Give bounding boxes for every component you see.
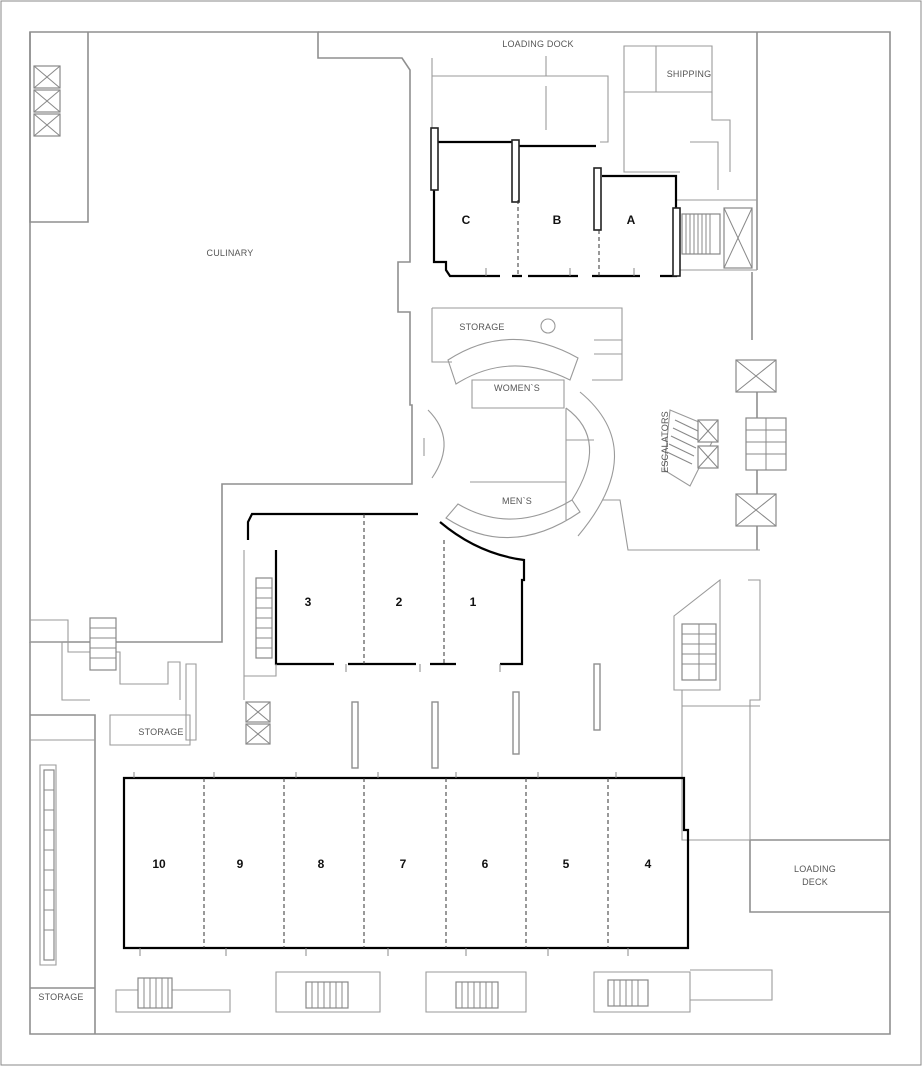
bottom-stairwells bbox=[115, 969, 773, 1013]
door-marks bbox=[133, 268, 635, 956]
elevators-right-icon bbox=[735, 359, 777, 527]
freezer-units-icon bbox=[33, 65, 61, 137]
building-outline bbox=[29, 31, 891, 1035]
room-3-label: 3 bbox=[305, 595, 312, 609]
stairs-culinary-icon bbox=[89, 617, 117, 671]
stairs-upper-right-icon bbox=[681, 213, 721, 255]
storage-upper-label: STORAGE bbox=[459, 322, 504, 332]
stairs-mid-left-icon bbox=[255, 577, 273, 659]
restroom-core bbox=[423, 307, 760, 551]
room-5-label: 5 bbox=[563, 857, 570, 871]
womens-restroom-label: WOMEN`S bbox=[494, 383, 540, 393]
stair-core-right bbox=[673, 578, 761, 841]
loading-dock-area bbox=[431, 45, 757, 271]
loading-deck-label-line1: LOADING bbox=[794, 864, 836, 874]
escalator-machine-icons bbox=[697, 419, 719, 469]
loading-dock-top-label: LOADING DOCK bbox=[502, 39, 573, 49]
room-8-label: 8 bbox=[318, 857, 325, 871]
meeting-rooms-mid: 3 2 1 bbox=[246, 512, 526, 666]
stairs-left-strip-icon bbox=[43, 769, 55, 961]
room-7-label: 7 bbox=[400, 857, 407, 871]
loading-deck-label-line2: DECK bbox=[802, 877, 828, 887]
stairs-right-lower-icon bbox=[681, 623, 717, 681]
culinary-area bbox=[30, 619, 197, 966]
corridor-pillars bbox=[351, 663, 601, 769]
elevator-upper-icon bbox=[723, 207, 753, 269]
escalators-label: ESCALATORS bbox=[660, 411, 670, 473]
elevators-mid-icon bbox=[245, 701, 271, 745]
meeting-rooms-lower: 10 9 8 7 6 5 4 bbox=[122, 776, 690, 950]
culinary-label: CULINARY bbox=[207, 248, 254, 258]
shipping-label: SHIPPING bbox=[667, 69, 712, 79]
room-b-label: B bbox=[553, 213, 562, 227]
meeting-rooms-upper: C B A bbox=[430, 127, 681, 278]
mens-restroom-label: MEN`S bbox=[502, 496, 532, 506]
room-10-label: 10 bbox=[152, 857, 166, 871]
room-9-label: 9 bbox=[237, 857, 244, 871]
room-2-label: 2 bbox=[396, 595, 403, 609]
bottom-stairs-icon bbox=[137, 977, 649, 1009]
room-6-label: 6 bbox=[482, 857, 489, 871]
storage-bottom-label: STORAGE bbox=[38, 992, 83, 1002]
room-a-label: A bbox=[627, 213, 636, 227]
stairs-right-icon bbox=[745, 417, 787, 471]
room-4-label: 4 bbox=[645, 857, 652, 871]
room-1-label: 1 bbox=[470, 595, 477, 609]
room-c-label: C bbox=[462, 213, 471, 227]
storage-mid-label: STORAGE bbox=[138, 727, 183, 737]
